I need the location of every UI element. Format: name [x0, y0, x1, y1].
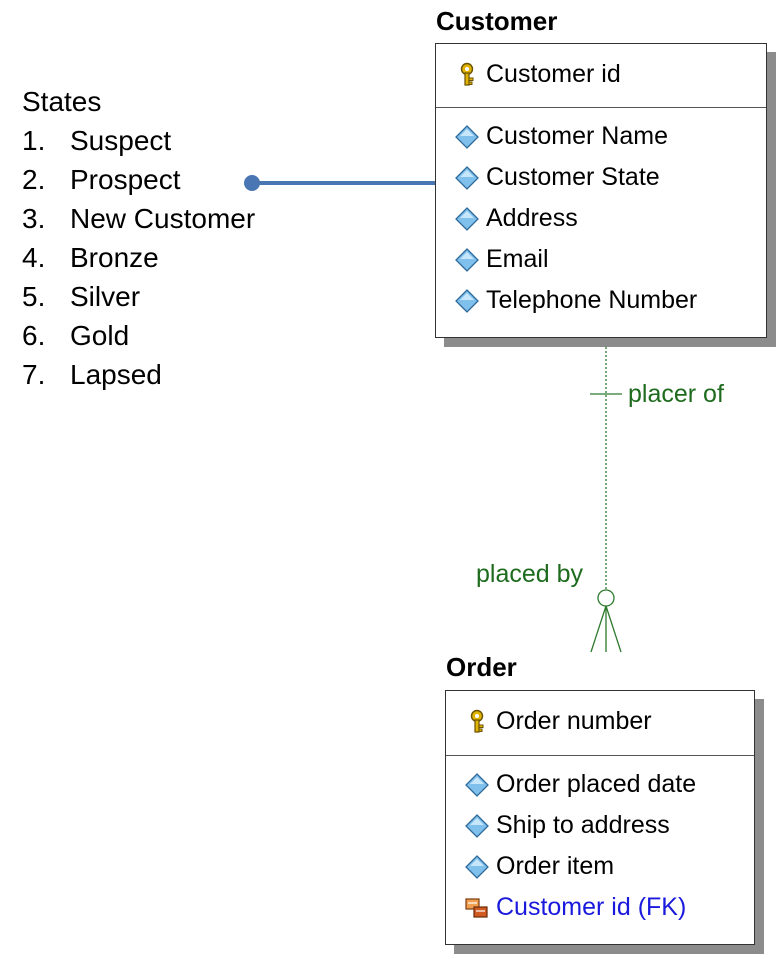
customer-pk-label: Customer id: [486, 60, 621, 88]
diamond-icon: [455, 288, 479, 313]
order-attribute: Order placed date: [464, 764, 754, 805]
state-number: 6.: [22, 320, 46, 351]
customer-attribute-label: Address: [486, 204, 578, 232]
customer-attribute: Customer Name: [454, 116, 766, 157]
crowsfoot-right: [605, 605, 622, 653]
state-item: 1. Suspect: [22, 121, 255, 160]
customer-attribute: Customer State: [454, 157, 766, 198]
diamond-icon: [465, 854, 489, 879]
order-attribute-label: Order placed date: [496, 770, 697, 798]
order-pk-attribute: Order number: [464, 701, 754, 742]
states-list: States 1. Suspect 2. Prospect 3. New Custom…: [22, 82, 255, 394]
customer-attribute-label: Email: [486, 245, 549, 273]
customer-attributes: Customer Name Customer State Address Ema…: [436, 108, 766, 321]
relationship-child-label: placed by: [476, 560, 584, 588]
state-number: 7.: [22, 359, 46, 390]
states-title: States: [22, 86, 102, 117]
order-attribute-label: Ship to address: [496, 811, 670, 839]
order-pk-label: Order number: [496, 707, 652, 735]
customer-entity[interactable]: Customer id Customer Name Customer State…: [435, 43, 767, 338]
state-item: 6. Gold: [22, 316, 255, 355]
customer-attribute-label: Telephone Number: [486, 286, 698, 314]
state-item: 2. Prospect: [22, 160, 255, 199]
state-item: 3. New Customer: [22, 199, 255, 238]
state-label: Bronze: [70, 242, 159, 273]
state-number: 4.: [22, 242, 46, 273]
customer-pk-attribute: Customer id: [454, 54, 766, 95]
state-number: 5.: [22, 281, 46, 312]
state-item: 7. Lapsed: [22, 355, 255, 394]
state-label: Prospect: [70, 164, 181, 195]
state-item: 4. Bronze: [22, 238, 255, 277]
order-attributes: Order placed date Ship to address Order …: [446, 756, 754, 928]
state-number: 3.: [22, 203, 46, 234]
state-label: Suspect: [70, 125, 172, 156]
customer-attribute-label: Customer Name: [486, 122, 668, 150]
order-entity-title: Order: [446, 652, 517, 682]
relationship-parent-label: placer of: [628, 380, 724, 408]
customer-attribute: Email: [454, 239, 766, 280]
state-label: New Customer: [70, 203, 256, 234]
customer-entity-title: Customer: [436, 6, 558, 36]
order-fk-attribute: Customer id (FK): [464, 887, 754, 928]
order-fk-label: Customer id (FK): [496, 893, 687, 921]
customer-attribute: Address: [454, 198, 766, 239]
foreign-key-icon: [465, 897, 488, 918]
customer-attribute: Telephone Number: [454, 280, 766, 321]
state-label: Silver: [70, 281, 141, 312]
order-entity[interactable]: Order number Order placed date Ship to a…: [445, 690, 755, 945]
state-label: Lapsed: [70, 359, 162, 390]
state-number: 2.: [22, 164, 46, 195]
crowsfoot-left: [590, 605, 607, 653]
customer-pk-section: Customer id: [436, 44, 766, 108]
key-icon: [460, 62, 474, 86]
state-label: Gold: [70, 320, 130, 351]
state-item: 5. Silver: [22, 277, 255, 316]
diamond-icon: [455, 206, 479, 231]
order-attribute-label: Order item: [496, 852, 615, 880]
diamond-icon: [465, 772, 489, 797]
diamond-icon: [455, 124, 479, 149]
diamond-icon: [455, 247, 479, 272]
order-pk-section: Order number: [446, 691, 754, 756]
key-icon: [470, 709, 484, 733]
diamond-icon: [465, 813, 489, 838]
state-number: 1.: [22, 125, 46, 156]
customer-attribute-label: Customer State: [486, 163, 660, 191]
order-attribute: Ship to address: [464, 805, 754, 846]
diamond-icon: [455, 165, 479, 190]
order-attribute: Order item: [464, 846, 754, 887]
state-connector-dot: [244, 175, 260, 191]
relationship-zero-circle: [597, 589, 615, 607]
